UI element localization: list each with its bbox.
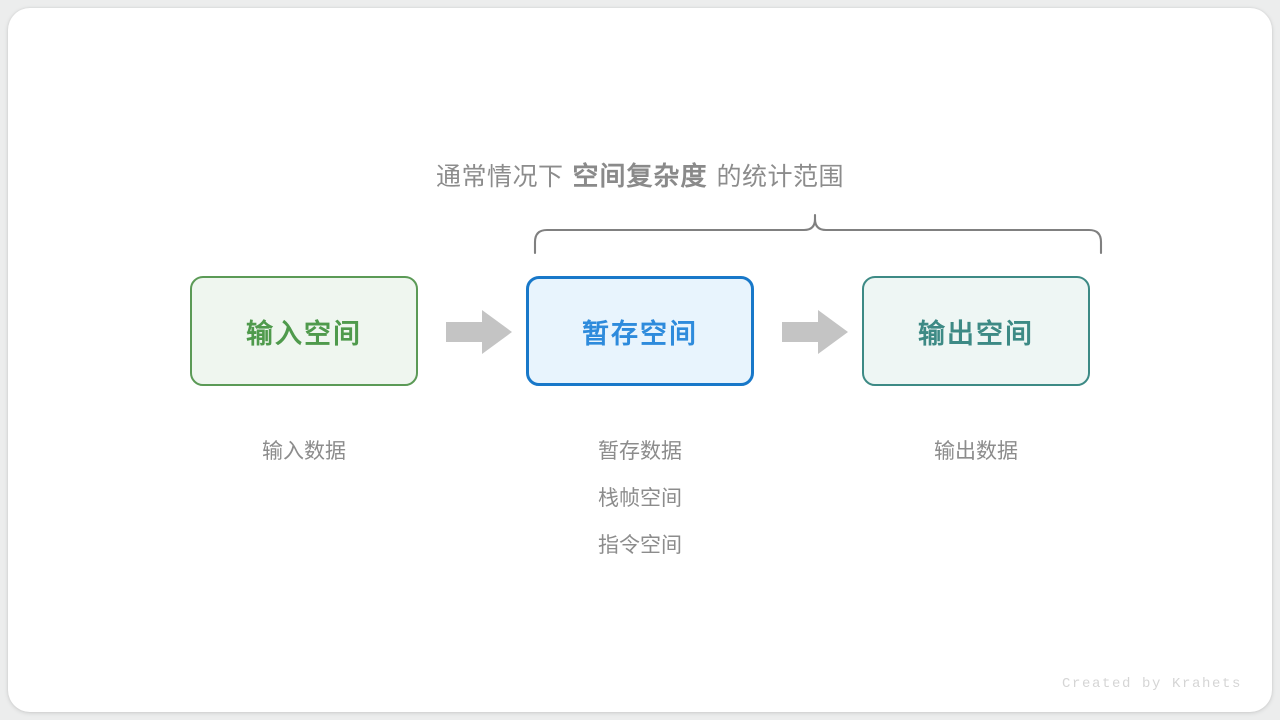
caption-temp-0: 暂存数据 xyxy=(598,440,682,463)
caption-column-output: 输出数据 xyxy=(846,428,1106,475)
stage-box-temp-label: 暂存空间 xyxy=(582,318,698,349)
stage-box-input-label: 输入空间 xyxy=(246,318,362,349)
stage-boxes: 输入空间 暂存空间 输出空间 xyxy=(8,276,1272,388)
scope-title: 通常情况下空间复杂度的统计范围 xyxy=(8,156,1272,197)
stage-box-temp[interactable]: 暂存空间 xyxy=(526,276,754,386)
curly-brace-down-icon xyxy=(533,213,1103,255)
caption-column-temp: 暂存数据 栈帧空间 指令空间 xyxy=(510,428,770,569)
flow-arrow-input-to-temp xyxy=(446,308,512,356)
stage-box-input[interactable]: 输入空间 xyxy=(190,276,418,386)
stage-box-output[interactable]: 输出空间 xyxy=(862,276,1090,386)
scope-title-emphasis: 空间复杂度 xyxy=(572,161,708,191)
right-arrow-icon xyxy=(782,310,848,354)
scope-title-prefix: 通常情况下 xyxy=(435,163,564,191)
stage-box-output-label: 输出空间 xyxy=(918,318,1034,349)
caption-column-input: 输入数据 xyxy=(174,428,434,475)
diagram-canvas: 通常情况下空间复杂度的统计范围 输入空间 暂存空间 输出空间 输入数据 暂存数据 xyxy=(8,8,1272,712)
right-arrow-icon xyxy=(446,310,512,354)
scope-title-suffix: 的统计范围 xyxy=(716,163,845,191)
caption-temp-2: 指令空间 xyxy=(598,534,682,557)
caption-output-0: 输出数据 xyxy=(934,440,1018,463)
watermark: Created by Krahets xyxy=(1061,676,1242,692)
caption-input-0: 输入数据 xyxy=(262,440,346,463)
scope-brace xyxy=(523,206,1113,262)
caption-temp-1: 栈帧空间 xyxy=(598,487,682,510)
flow-arrow-temp-to-output xyxy=(782,308,848,356)
